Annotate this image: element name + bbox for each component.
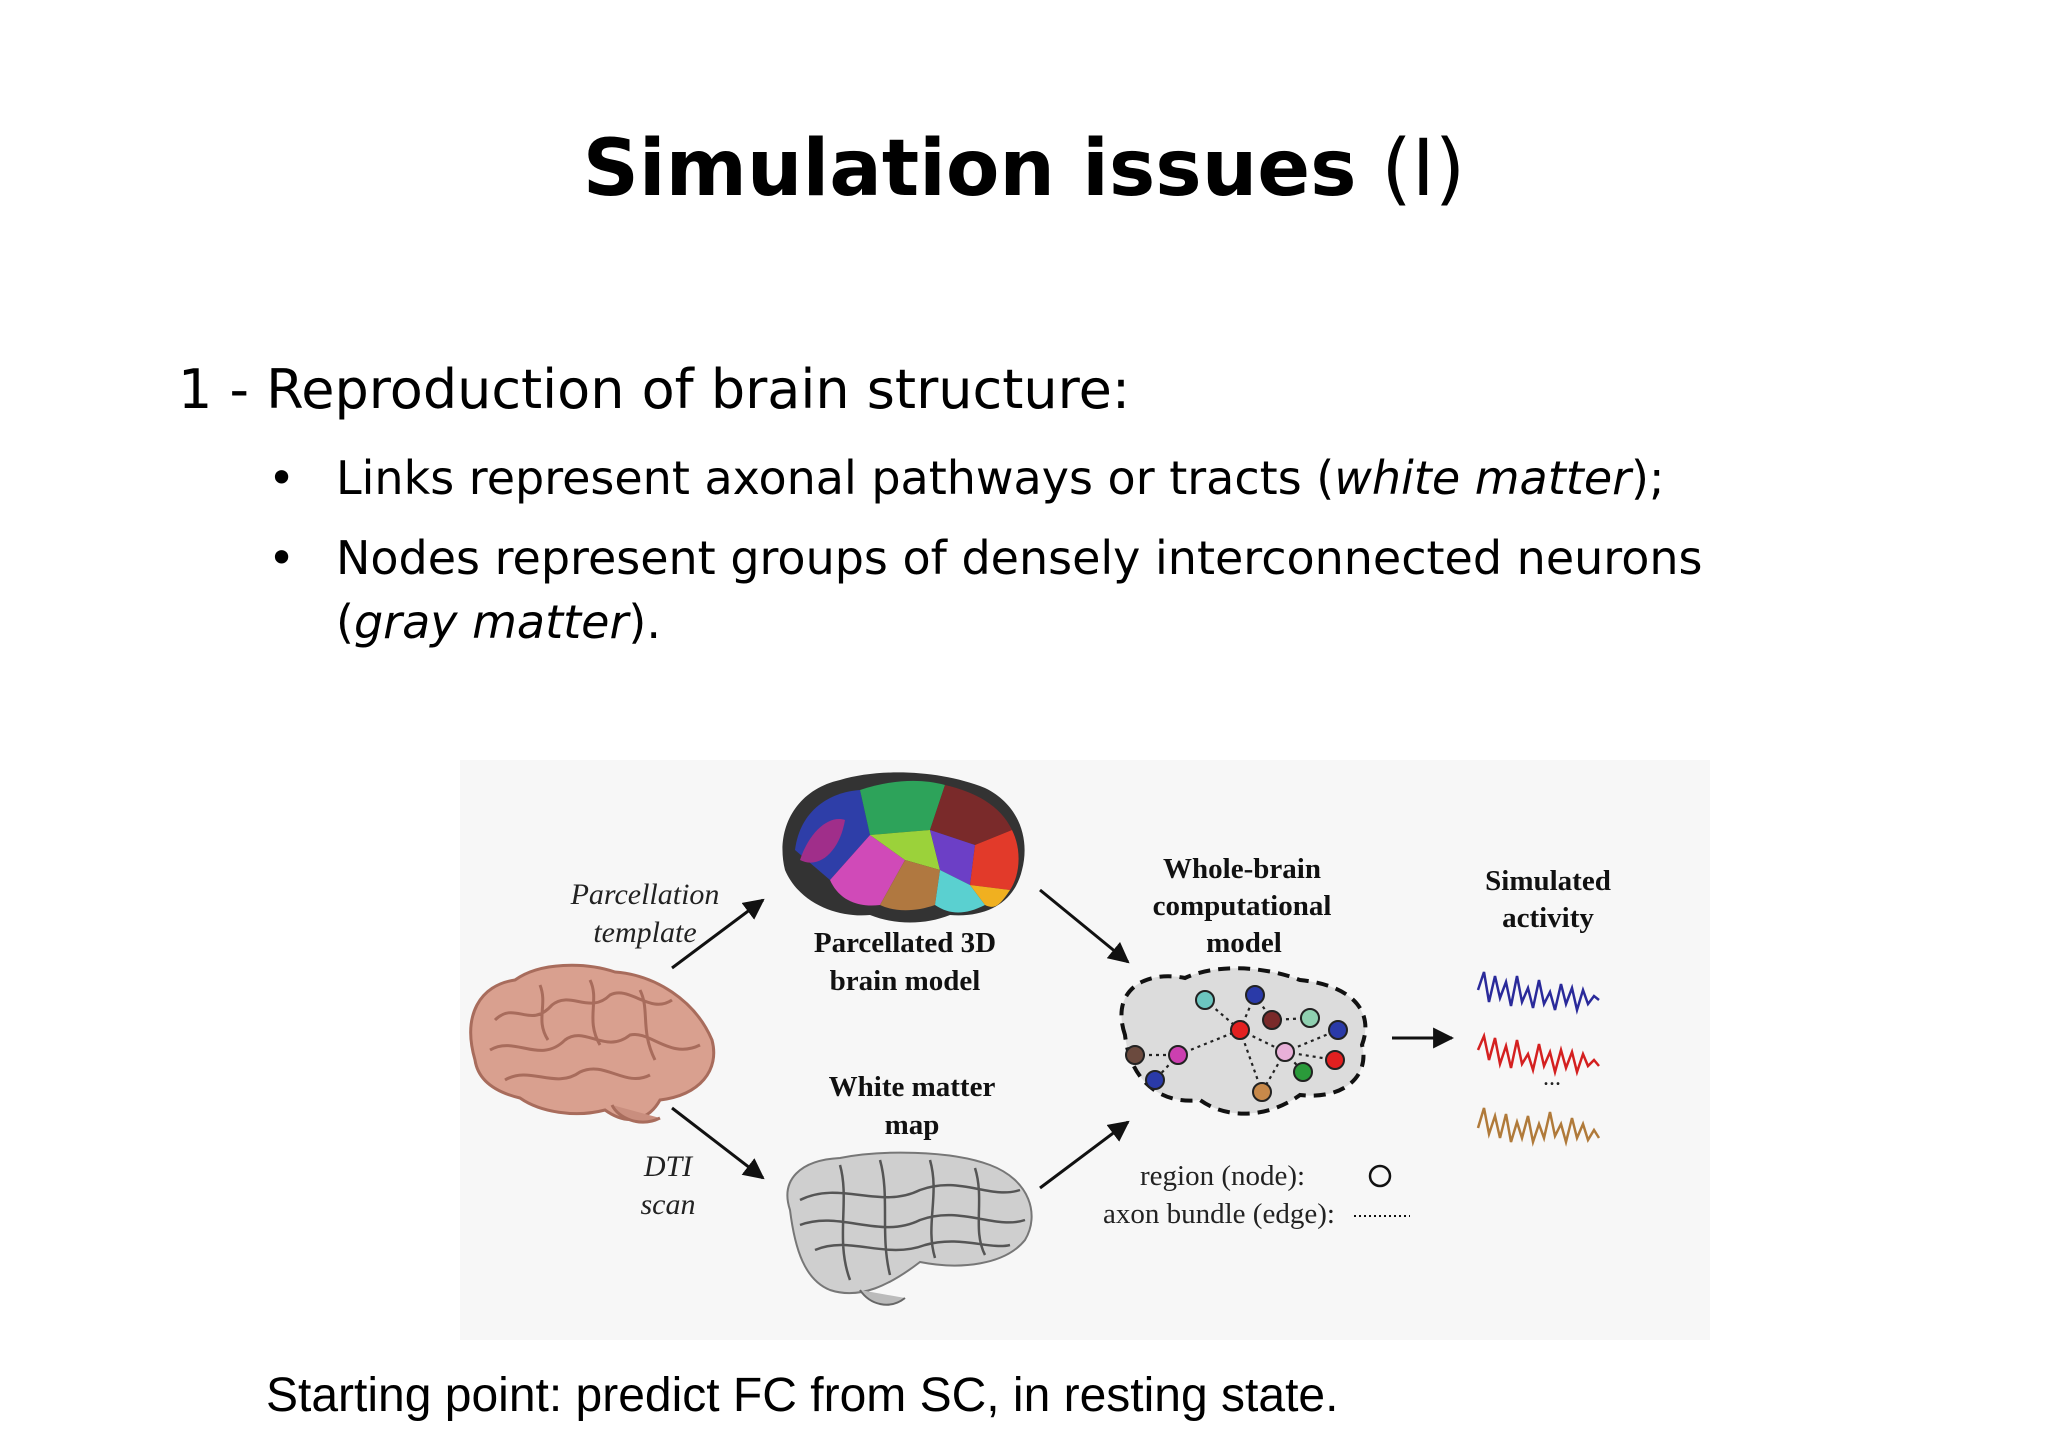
bullet-text-suffix: ).: [628, 595, 661, 649]
white-matter-label-line1: White matter: [829, 1071, 996, 1103]
parcellated-brain-image: [782, 772, 1025, 923]
bullet-text-emphasis: white matter: [1334, 451, 1632, 505]
bullet-item-links: • Links represent axonal pathways or tra…: [268, 446, 1828, 510]
dti-label-line1: DTI: [643, 1150, 694, 1183]
arrow-white-matter-to-model: [1039, 1120, 1130, 1190]
bullet-text-prefix: Links represent axonal pathways or tract…: [336, 451, 1335, 505]
signal-trace-2: [1476, 1031, 1600, 1077]
simulated-signals: [1476, 971, 1601, 1147]
footer-note: Starting point: predict FC from SC, in r…: [266, 1369, 1339, 1422]
signal-ellipsis: ...: [1543, 1065, 1561, 1091]
slide-title-suffix: (I): [1381, 124, 1466, 214]
model-label-line1: Whole-brain: [1163, 853, 1321, 885]
legend-node-label: region (node):: [1140, 1160, 1305, 1192]
source-brain-image: [469, 963, 716, 1124]
dti-label-line2: scan: [641, 1188, 696, 1221]
arrow-parcellated-to-model: [1039, 888, 1130, 964]
bullet-text-emphasis: gray matter: [353, 595, 629, 649]
bullet-text-prefix: Nodes represent groups of densely interc…: [336, 531, 1703, 649]
simulated-label-line1: Simulated: [1485, 865, 1611, 897]
parcellation-label-line1: Parcellation: [570, 878, 720, 911]
legend-node-symbol: [1368, 1164, 1392, 1188]
model-label-line2: computational: [1153, 890, 1332, 922]
model-label-line3: model: [1206, 927, 1282, 959]
bullet-list: • Links represent axonal pathways or tra…: [268, 446, 1828, 670]
white-matter-label-line2: map: [885, 1109, 940, 1141]
bullet-glyph: •: [268, 531, 296, 585]
legend-edge-label: axon bundle (edge):: [1103, 1198, 1335, 1230]
signal-trace-3: [1476, 1107, 1601, 1147]
arrow-to-white-matter: [671, 1106, 765, 1180]
bullet-text-suffix: );: [1631, 451, 1665, 505]
bullet-glyph: •: [268, 451, 296, 505]
bullet-item-nodes: • Nodes represent groups of densely inte…: [268, 526, 1828, 654]
parcellated-label-line1: Parcellated 3D: [814, 927, 996, 959]
white-matter-image: [786, 1151, 1033, 1306]
network-model: [1119, 966, 1368, 1116]
model-outline: [1119, 966, 1368, 1116]
parcellation-label-line2: template: [593, 916, 696, 949]
simulated-label-line2: activity: [1502, 902, 1594, 934]
slide-title: Simulation issues (I): [0, 130, 2048, 208]
signal-trace-1: [1476, 971, 1600, 1015]
slide-title-main: Simulation issues: [582, 124, 1357, 214]
model-nodes: [1125, 985, 1348, 1102]
section-heading: 1 - Reproduction of brain structure:: [178, 358, 1131, 421]
parcellated-label-line2: brain model: [830, 965, 981, 997]
arrow-to-parcellated: [671, 898, 765, 970]
